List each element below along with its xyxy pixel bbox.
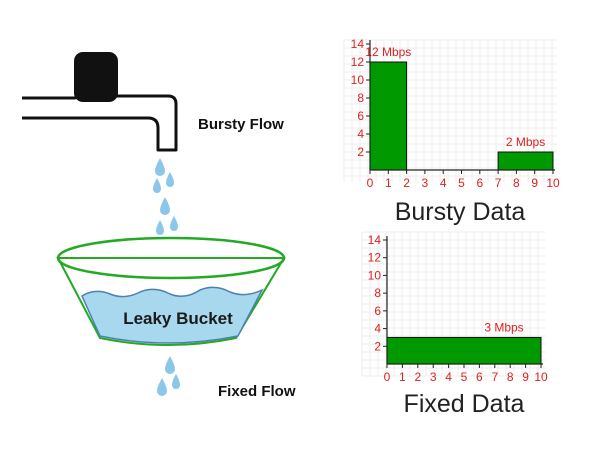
x-tick-label: 7	[495, 176, 502, 190]
x-tick-label: 7	[491, 370, 498, 384]
chart-bar	[369, 61, 408, 171]
water-drop-icon	[157, 378, 167, 396]
x-tick-label: 8	[513, 176, 520, 190]
water-drop-icon	[165, 356, 175, 374]
leaky-bucket: Leaky Bucket	[56, 236, 286, 346]
chart-caption: Fixed Data	[404, 390, 525, 418]
y-tick-label: 10	[368, 268, 382, 282]
x-tick-label: 0	[367, 176, 374, 190]
x-tick-label: 6	[476, 176, 483, 190]
x-tick-label: 3	[430, 370, 437, 384]
x-tick-label: 10	[546, 176, 560, 190]
y-tick-label: 8	[374, 286, 381, 300]
x-tick-label: 8	[507, 370, 514, 384]
x-tick-label: 2	[403, 176, 410, 190]
chart-caption: Bursty Data	[395, 198, 526, 226]
bar-value-label: 3 Mbps	[484, 320, 523, 334]
bar-value-label: 12 Mbps	[365, 45, 411, 59]
water-drop-icon	[172, 374, 180, 389]
water-drops-top	[153, 158, 178, 235]
y-tick-label: 6	[374, 304, 381, 318]
x-tick-label: 0	[384, 370, 391, 384]
water-drop-icon	[153, 178, 161, 193]
x-tick-label: 6	[476, 370, 483, 384]
fixed-flow-label: Fixed Flow	[218, 383, 296, 400]
y-tick-label: 10	[351, 73, 365, 87]
y-tick-label: 14	[368, 233, 382, 247]
x-tick-label: 2	[414, 370, 421, 384]
x-tick-label: 9	[531, 176, 538, 190]
y-tick-label: 12	[368, 251, 382, 265]
water-drop-icon	[156, 220, 164, 235]
bar-value-label: 2 Mbps	[506, 135, 545, 149]
x-tick-label: 10	[534, 370, 548, 384]
chart-grid	[343, 39, 557, 182]
x-tick-label: 3	[422, 176, 429, 190]
chart-bar	[386, 336, 542, 365]
y-tick-label: 6	[357, 109, 364, 123]
chart-bar	[497, 151, 554, 171]
water-drop-icon	[166, 172, 174, 187]
water-drops-bottom	[157, 356, 180, 396]
y-tick-label: 8	[357, 91, 364, 105]
x-tick-label: 5	[461, 370, 468, 384]
x-tick-label: 1	[399, 370, 406, 384]
y-tick-label: 4	[374, 322, 381, 336]
x-tick-label: 4	[440, 176, 447, 190]
y-tick-label: 12	[351, 55, 365, 69]
x-tick-label: 9	[522, 370, 529, 384]
x-tick-label: 5	[458, 176, 465, 190]
bursty-flow-label: Bursty Flow	[198, 116, 284, 133]
faucet-icon	[22, 52, 178, 152]
water-drop-icon	[170, 216, 178, 231]
leaky-bucket-label: Leaky Bucket	[123, 309, 233, 328]
water-drop-icon	[155, 158, 165, 176]
y-tick-label: 14	[351, 37, 365, 51]
x-tick-label: 4	[445, 370, 452, 384]
y-tick-label: 2	[357, 145, 364, 159]
water-drop-icon	[160, 197, 170, 215]
y-tick-label: 4	[357, 127, 364, 141]
x-tick-label: 1	[385, 176, 392, 190]
y-tick-label: 2	[374, 339, 381, 353]
